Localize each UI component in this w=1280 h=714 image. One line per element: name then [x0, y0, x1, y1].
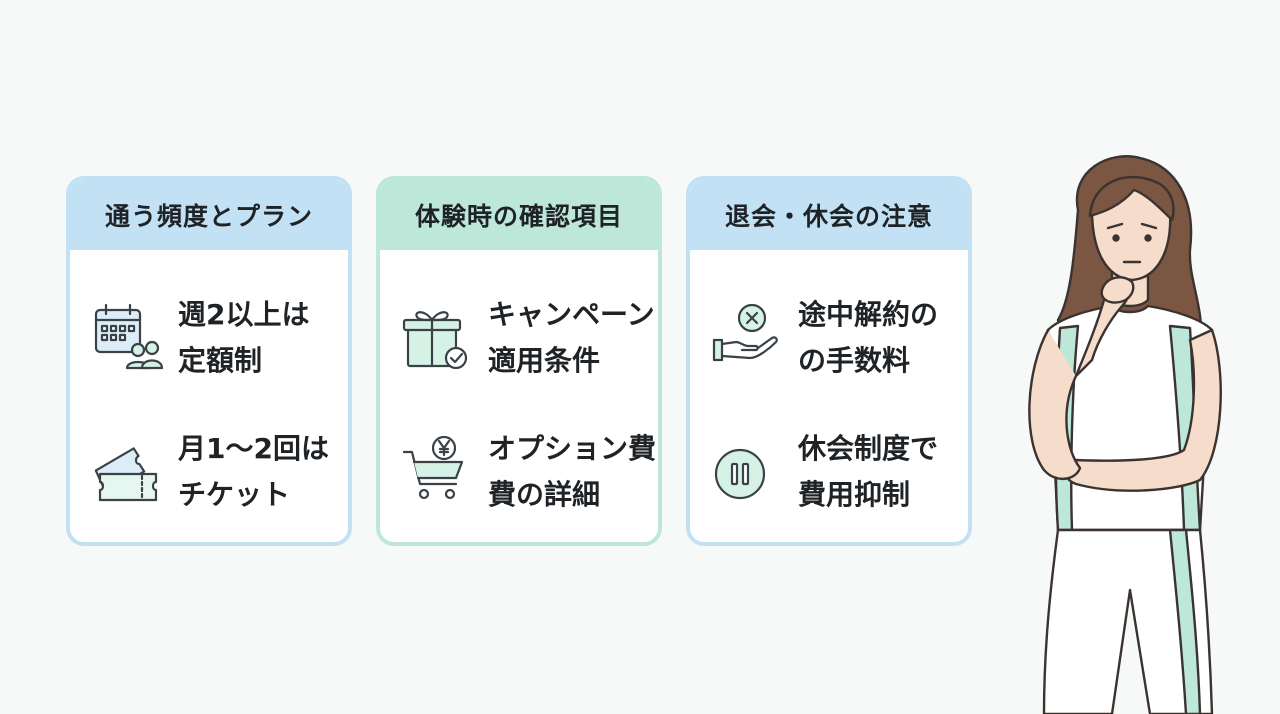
- pause-icon: [710, 434, 786, 510]
- item-label-line1: 休会制度で: [798, 432, 939, 465]
- item-label-line1: 週2以上は: [178, 298, 310, 331]
- list-item: オプション費 費の詳細: [380, 424, 658, 516]
- item-label-line1: キャンペーン: [488, 298, 655, 331]
- card-title: 退会・休会の注意: [690, 180, 968, 250]
- calendar-people-icon: [90, 300, 166, 376]
- item-label-line1: オプション費: [488, 432, 657, 465]
- gift-check-icon: [400, 300, 476, 376]
- item-label-line2: チケット: [178, 478, 291, 511]
- card-title: 体験時の確認項目: [380, 180, 658, 250]
- card-title: 通う頻度とプラン: [70, 180, 348, 250]
- list-item: 休会制度で 費用抑制: [690, 424, 968, 516]
- list-item: 月1〜2回は チケット: [70, 424, 348, 516]
- cart-yen-icon: [400, 434, 476, 510]
- item-label-line2: 適用条件: [488, 344, 601, 377]
- hand-cancel-icon: [710, 300, 786, 376]
- item-label-line2: の手数料: [798, 344, 911, 377]
- card-frequency-plan: 通う頻度とプラン 週2以上は 定額制: [66, 176, 352, 546]
- item-label-line2: 費の詳細: [488, 478, 601, 511]
- ticket-icon: [90, 434, 166, 510]
- thinking-woman-illustration: [1000, 150, 1240, 714]
- list-item: 週2以上は 定額制: [70, 290, 348, 382]
- item-label-line1: 途中解約の: [798, 298, 939, 331]
- list-item: キャンペーン 適用条件: [380, 290, 658, 382]
- card-trial-checklist: 体験時の確認項目 キャンペーン 適用条件: [376, 176, 662, 546]
- card-cancel-suspend-notes: 退会・休会の注意 途中解約の の手数料 休会制度で: [686, 176, 972, 546]
- list-item: 途中解約の の手数料: [690, 290, 968, 382]
- item-label-line2: 費用抑制: [798, 478, 911, 511]
- item-label-line1: 月1〜2回は: [178, 432, 329, 465]
- item-label-line2: 定額制: [178, 344, 263, 377]
